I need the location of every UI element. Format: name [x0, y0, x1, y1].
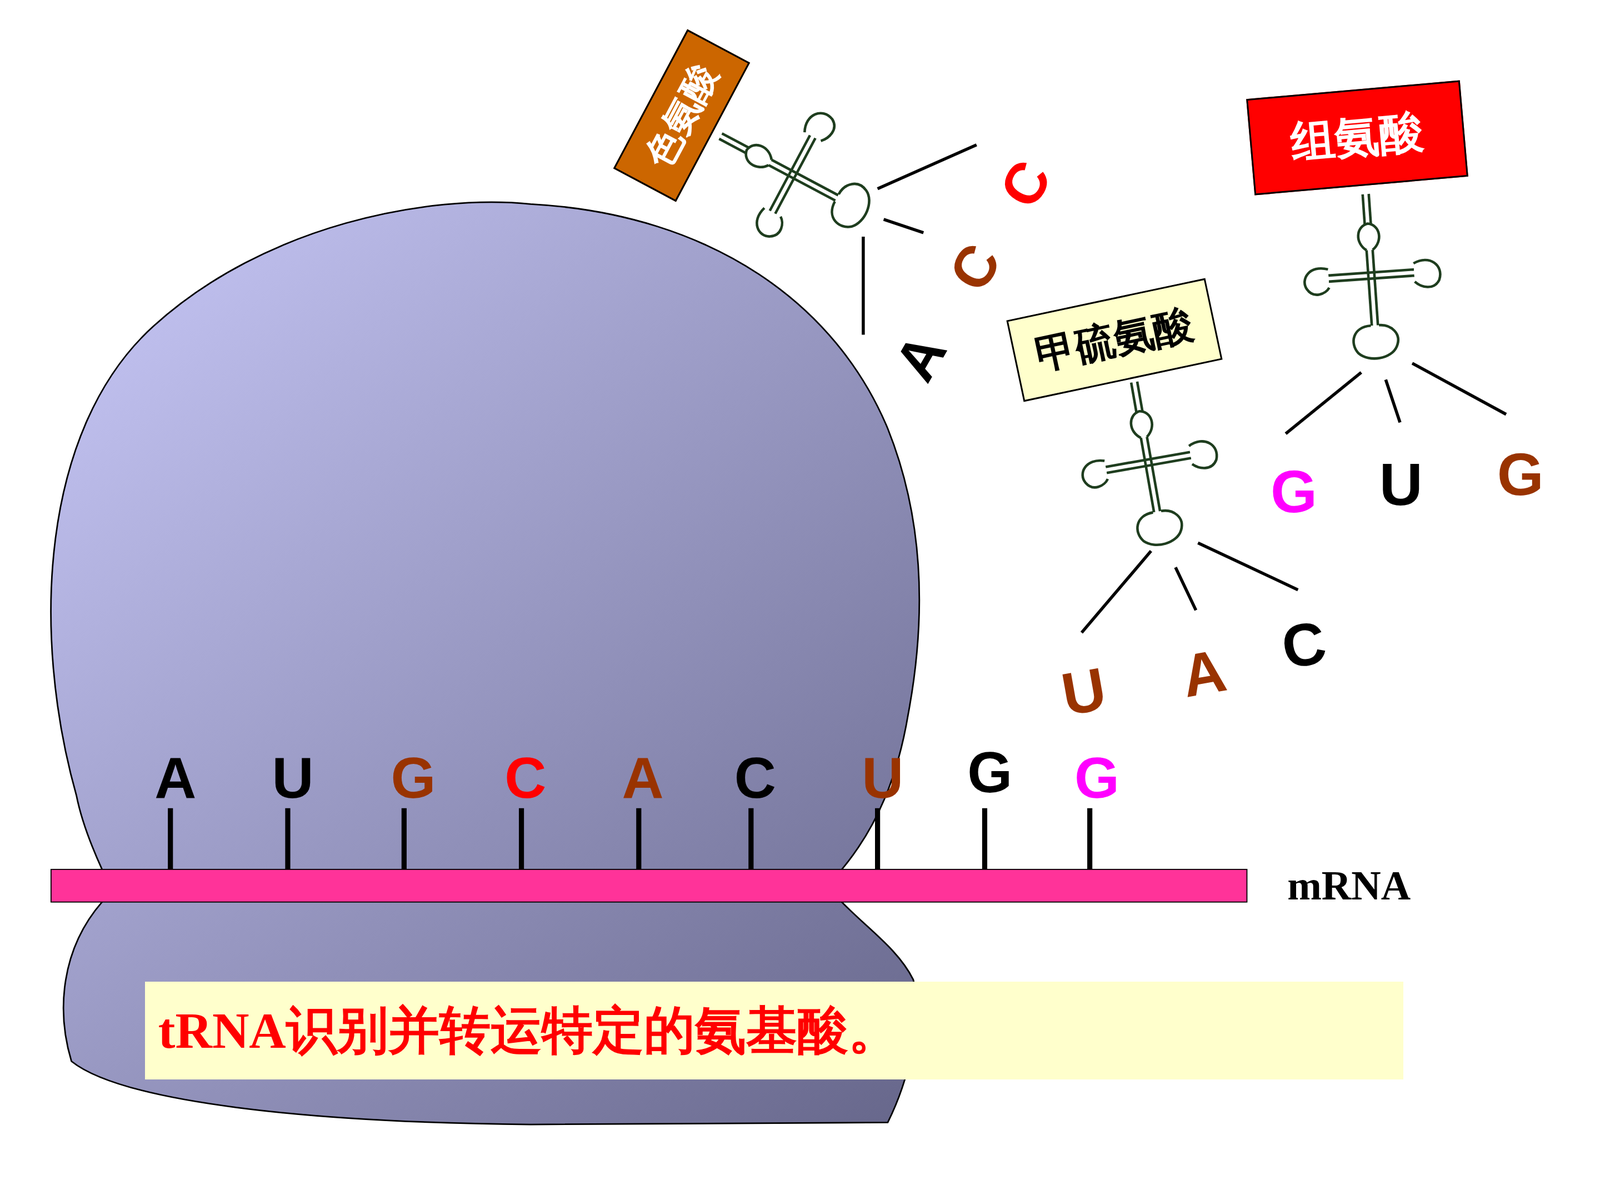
base-letter: A: [154, 748, 197, 807]
amino-acid-name: 色氨酸: [633, 55, 730, 176]
base-letter: A: [622, 748, 664, 807]
trna-glyph: [1298, 189, 1447, 364]
amino-acid-box: 色氨酸: [613, 28, 750, 202]
trna-glyph: [1068, 370, 1231, 556]
caption: tRNA识别并转运特定的氨基酸。: [158, 996, 900, 1065]
base-letter: G: [390, 748, 436, 807]
base-letter: C: [938, 235, 1010, 300]
mrna-ticks: [170, 808, 1090, 870]
amino-acid-box: 甲硫氨酸: [1006, 277, 1223, 402]
base-letter: G: [1270, 461, 1318, 522]
base-letter: U: [1057, 658, 1111, 725]
base-letter: C: [990, 151, 1062, 217]
base-letter: U: [861, 748, 904, 807]
base-letter: C: [504, 748, 547, 807]
amino-acid-name: 组氨酸: [1288, 102, 1427, 174]
base-letter: U: [272, 748, 314, 807]
amino-acid-box: 组氨酸: [1246, 80, 1469, 195]
base-letter: G: [967, 743, 1013, 802]
base-letter: C: [734, 748, 777, 807]
base-letter: G: [1497, 444, 1544, 505]
mrna-strand: [51, 869, 1248, 903]
base-letter: A: [885, 324, 957, 390]
base-letter: A: [1177, 640, 1232, 707]
strand-label: mRNA: [1287, 865, 1411, 907]
base-letter: U: [1379, 454, 1423, 515]
anticodon-arms: [863, 145, 1507, 633]
amino-acid-name: 甲硫氨酸: [1030, 297, 1199, 383]
base-letter: C: [1277, 611, 1332, 679]
caption-band: tRNA识别并转运特定的氨基酸。: [145, 981, 1404, 1080]
base-letter: G: [1074, 748, 1120, 807]
